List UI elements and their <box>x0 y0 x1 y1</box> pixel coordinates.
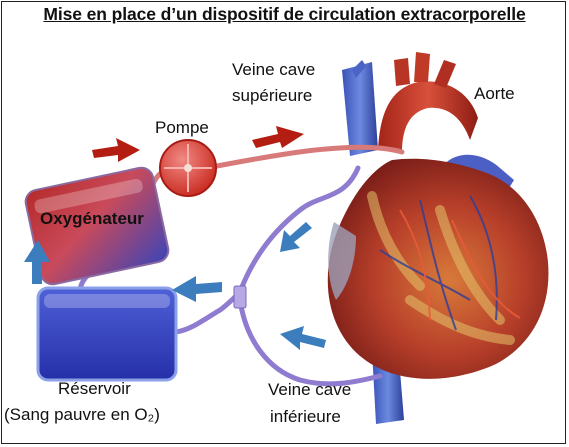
superior-vena-cava <box>342 60 378 156</box>
label-superior-vena-cava-line1: Veine cave <box>232 60 315 80</box>
pump <box>160 140 216 196</box>
label-inferior-vena-cava-line2: inférieure <box>270 407 341 427</box>
flow-arrow-to-aorta <box>252 126 304 148</box>
label-superior-vena-cava-line2: supérieure <box>232 86 312 106</box>
label-reservoir: Réservoir <box>58 379 131 399</box>
reservoir-container <box>38 288 176 380</box>
heart <box>328 159 549 379</box>
flow-arrow-from-ivc <box>280 326 326 350</box>
flow-arrow-to-reservoir <box>172 276 222 302</box>
label-reservoir-note: (Sang pauvre en O₂) <box>4 405 160 425</box>
y-connector <box>234 286 246 308</box>
label-pump: Pompe <box>155 118 209 138</box>
label-inferior-vena-cava-line1: Veine cave <box>268 380 351 400</box>
aorta <box>378 52 478 152</box>
label-aorta: Aorte <box>474 84 515 104</box>
label-oxygenator: Oxygénateur <box>40 209 144 229</box>
flow-arrow-to-pump <box>92 138 140 162</box>
